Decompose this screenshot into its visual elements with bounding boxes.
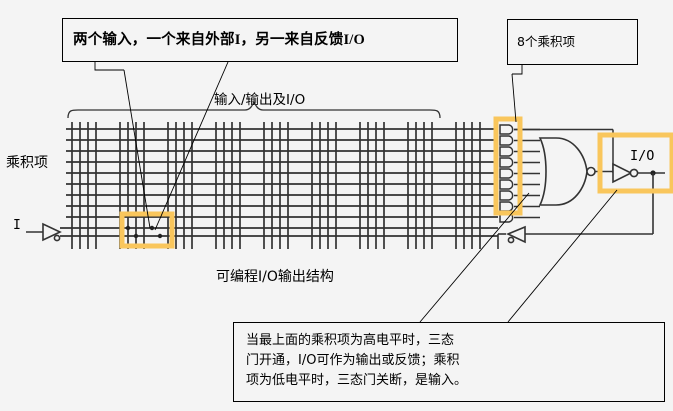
label-io-pin: I/O bbox=[630, 148, 655, 164]
callout-tristate-line-3: 项为低电平时，三态门关断，是输入。 bbox=[246, 373, 468, 388]
crosspoint-dots bbox=[125, 225, 163, 239]
label-product-terms: 乘积项 bbox=[6, 155, 48, 171]
product-term-lines bbox=[66, 128, 498, 218]
figure-caption: 可编程I/O输出结构 bbox=[216, 269, 334, 285]
callout-eight-product-terms-text: 8个乘积项 bbox=[517, 34, 575, 49]
leader-lines bbox=[94, 61, 618, 323]
input-column-lines bbox=[71, 122, 481, 249]
feedback-path bbox=[497, 173, 654, 249]
highlight-and-gates bbox=[493, 116, 523, 216]
callout-tristate-line-2: 门开通，I/O可作为输出或反馈；乘积 bbox=[246, 353, 460, 368]
input-feed-lines bbox=[60, 227, 498, 237]
io-bus-bracket bbox=[67, 100, 441, 119]
nor-gate bbox=[538, 137, 614, 206]
callout-tristate-explanation: 当最上面的乘积项为高电平时，三态 门开通，I/O可作为输出或反馈；乘积 项为低电… bbox=[233, 322, 665, 402]
tristate-output-buffer bbox=[612, 162, 665, 184]
callout-two-inputs-text: 两个输入，一个来自外部I，另一来自反馈I/O bbox=[73, 32, 365, 48]
label-io-bus: 输入/输出及I/O bbox=[214, 92, 306, 108]
highlight-crosspoints bbox=[119, 211, 175, 249]
label-input-i: I bbox=[13, 218, 21, 233]
and-gate bbox=[499, 146, 540, 157]
pla-array bbox=[60, 122, 498, 249]
input-buffer bbox=[26, 222, 62, 242]
callout-two-inputs: 两个输入，一个来自外部I，另一来自反馈I/O bbox=[62, 18, 458, 62]
callout-tristate-line-1: 当最上面的乘积项为高电平时，三态 bbox=[246, 333, 455, 348]
highlight-boxes bbox=[119, 116, 673, 249]
callout-eight-product-terms: 8个乘积项 bbox=[507, 19, 638, 65]
highlight-tristate bbox=[597, 132, 673, 194]
